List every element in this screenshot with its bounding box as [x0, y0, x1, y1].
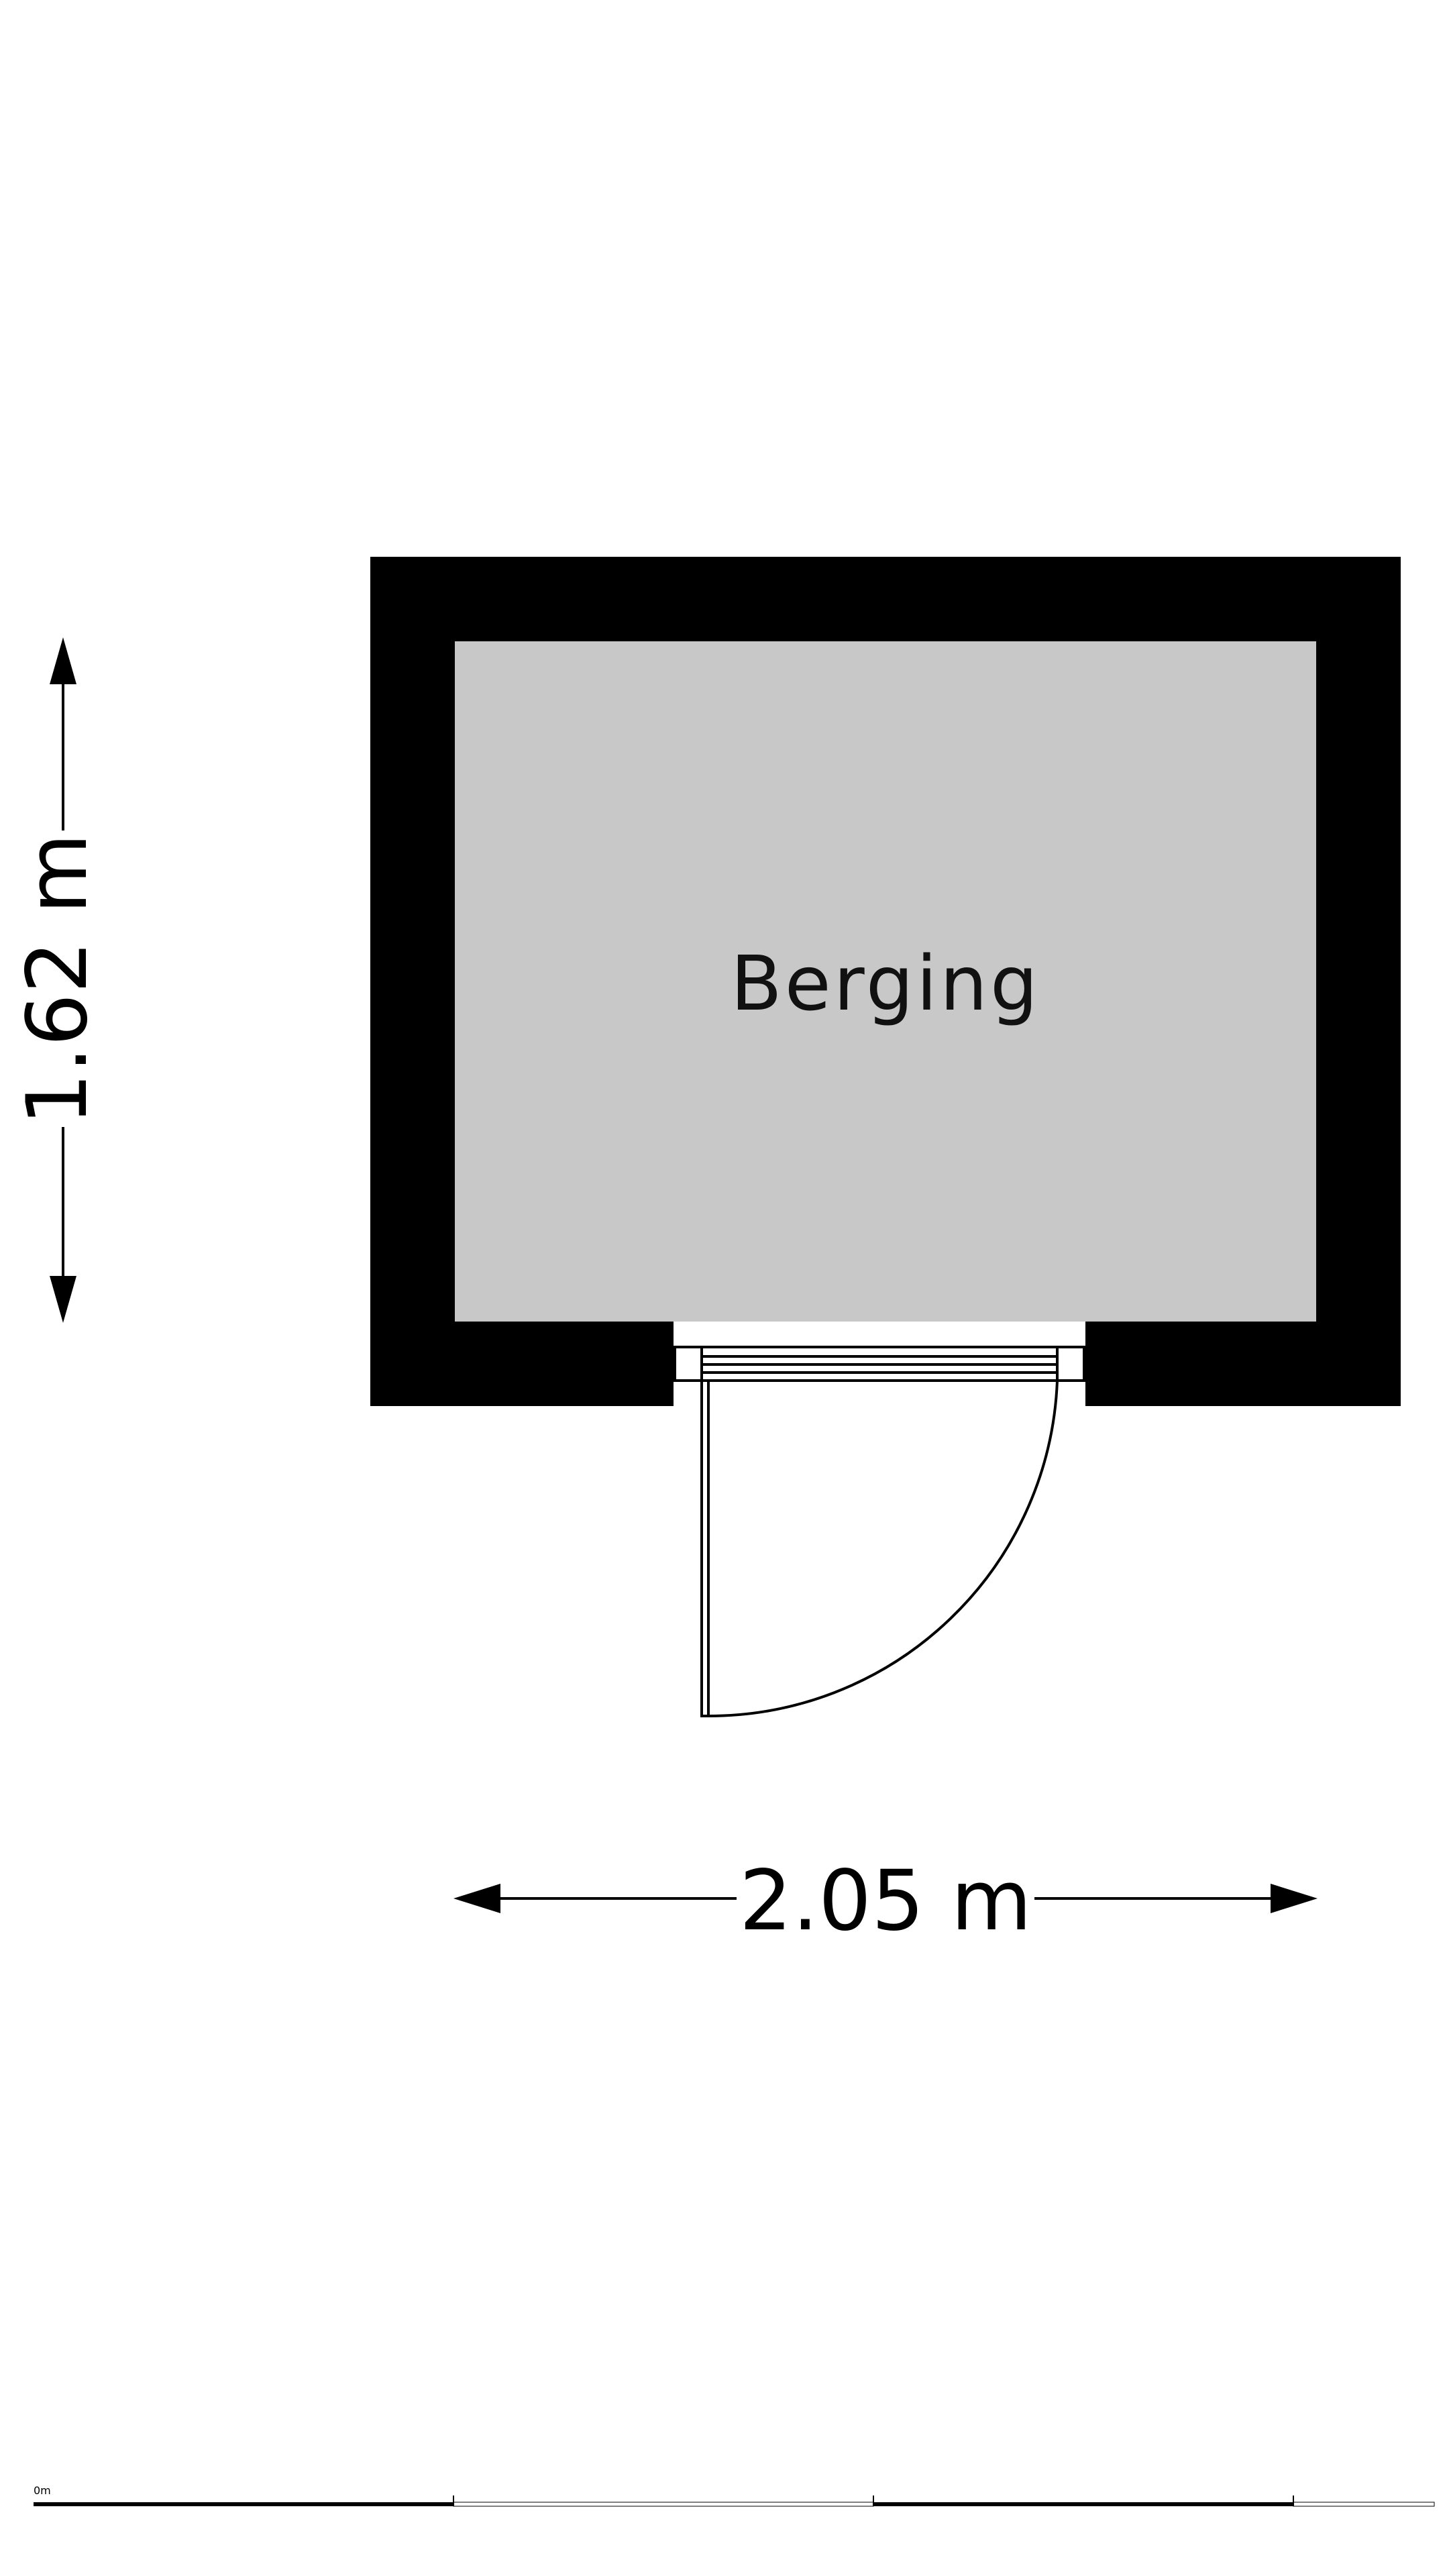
dimension-width-label: 2.05 m	[739, 1853, 1032, 1949]
door-frame-left	[674, 1346, 703, 1382]
dimension-width: 2.05 m	[453, 1853, 1318, 1949]
dimension-height-label: 1.62 m	[9, 833, 106, 1126]
wall-bottom-right	[1085, 1322, 1401, 1406]
walls	[370, 557, 1401, 1406]
scale-bar-segment	[1293, 2502, 1435, 2507]
door-frame-right	[1056, 1346, 1085, 1382]
wall-left	[370, 557, 455, 1406]
door-swing-arc	[708, 1380, 1059, 1717]
scale-bar-segment	[873, 2502, 1293, 2506]
arrow-up-icon	[50, 637, 76, 684]
wall-bottom-left	[370, 1322, 674, 1406]
dimension-height: 1.62 m	[9, 637, 106, 1323]
arrow-left-icon	[453, 1884, 500, 1913]
scale-bar-segment	[453, 2502, 874, 2507]
door	[674, 1346, 1085, 1717]
scale-bar: 0m	[34, 2484, 1435, 2507]
door-leaf	[700, 1379, 710, 1717]
arrow-right-icon	[1271, 1884, 1318, 1913]
arrow-down-icon	[50, 1276, 76, 1323]
room-label: Berging	[731, 941, 1040, 1028]
scale-bar-segment	[34, 2502, 453, 2506]
room-floor	[455, 641, 1316, 1322]
wall-top	[370, 557, 1401, 641]
wall-right	[1316, 557, 1401, 1406]
scale-bar-origin-label: 0m	[34, 2484, 51, 2497]
